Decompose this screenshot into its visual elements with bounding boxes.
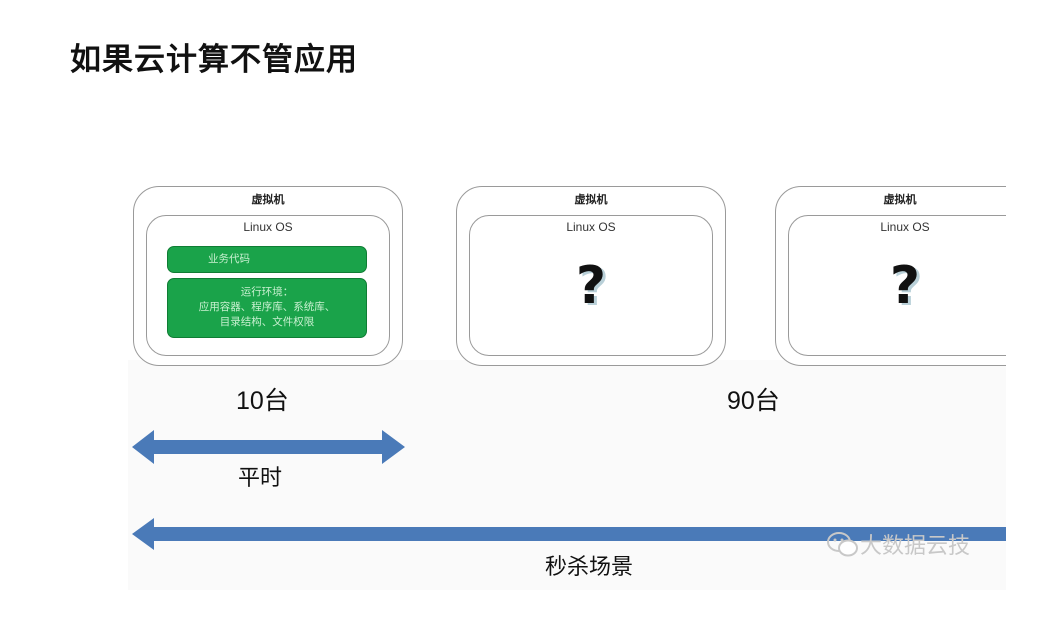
diagram-background bbox=[128, 360, 1006, 590]
question-mark: ? bbox=[889, 256, 921, 316]
env-line-2: 应用容器、程序库、系统库、 bbox=[198, 301, 336, 313]
runtime-env-bar: 运行环境： 应用容器、程序库、系统库、 目录结构、文件权限 bbox=[167, 278, 367, 338]
count-label-extra: 90台 bbox=[727, 387, 780, 415]
vm-box-2: 虚拟机 Linux OS ? bbox=[456, 186, 726, 366]
page-title: 如果云计算不管应用 bbox=[70, 42, 358, 78]
normal-caption: 平时 bbox=[238, 466, 283, 491]
business-code-bar: 业务代码 bbox=[167, 246, 367, 273]
question-mark: ? bbox=[575, 256, 607, 316]
watermark: 大数据云技 bbox=[826, 528, 970, 560]
right-crop-mask bbox=[1006, 0, 1058, 621]
os-label: Linux OS bbox=[880, 220, 930, 234]
vm-title: 虚拟机 bbox=[574, 193, 608, 206]
linux-os-box: Linux OS 业务代码 运行环境： 应用容器、程序库、系统库、 目录结构、文… bbox=[146, 215, 390, 356]
watermark-text: 大数据云技 bbox=[860, 534, 971, 559]
arrow-flash-sale bbox=[132, 518, 1006, 550]
vm-box-1: 虚拟机 Linux OS 业务代码 运行环境： 应用容器、程序库、系统库、 目录… bbox=[133, 186, 403, 366]
flash-sale-caption: 秒杀场景 bbox=[545, 555, 634, 580]
vm-title: 虚拟机 bbox=[883, 193, 917, 206]
os-label: Linux OS bbox=[566, 220, 616, 234]
wechat-icon bbox=[827, 532, 858, 557]
vm-title: 虚拟机 bbox=[251, 193, 285, 206]
linux-os-box: Linux OS ? bbox=[469, 215, 713, 356]
os-label: Linux OS bbox=[243, 220, 293, 234]
env-line-1: 运行环境： bbox=[240, 286, 294, 298]
double-arrow-normal bbox=[132, 430, 405, 464]
count-label-normal: 10台 bbox=[236, 387, 289, 415]
env-line-3: 目录结构、文件权限 bbox=[219, 316, 315, 328]
